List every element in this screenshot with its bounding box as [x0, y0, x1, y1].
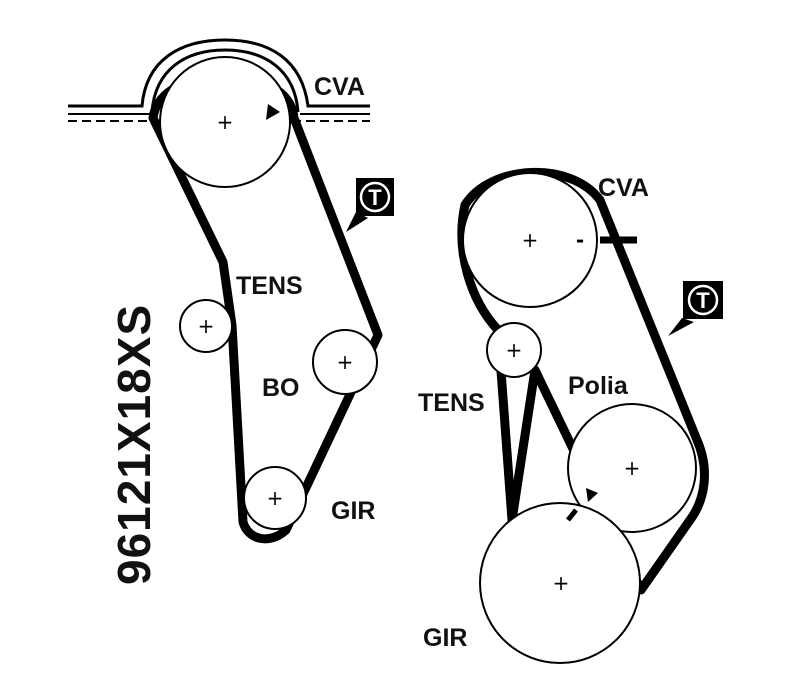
part-code: 96121X18XS: [108, 304, 160, 585]
left-water-pump-center-mark: +: [337, 350, 354, 374]
right-cam-center-mark: +: [522, 228, 539, 252]
right-idler-center-mark: +: [624, 456, 641, 480]
right-tensioner-pulley: [486, 322, 542, 378]
left-crank-label: GIR: [331, 497, 375, 525]
left-badge-letter: T: [368, 185, 382, 210]
left-cam-pulley: [159, 56, 291, 188]
left-belt-layout: + + + + CVA TENS BO GIR T: [68, 38, 394, 544]
right-idler-pulley: [567, 403, 697, 533]
left-cam-cover-outline: [68, 38, 370, 108]
left-crank-center-mark: +: [267, 486, 284, 510]
right-crank-label: GIR: [423, 624, 467, 652]
right-crank-timing-arrow: [586, 488, 598, 502]
left-badge-pointer: [346, 212, 368, 232]
right-crank-timing-mark: [566, 508, 578, 522]
left-tensioner-label: TENS: [236, 272, 303, 300]
right-belt-layout: - + + + + CVA TENS Polia GIR T: [418, 168, 723, 664]
right-tensioner-label: TENS: [418, 389, 485, 417]
left-cam-timing-arrow: [266, 104, 280, 120]
right-idler-label: Polia: [568, 372, 629, 400]
left-cam-label: CVA: [314, 73, 365, 101]
left-cam-center-mark: +: [217, 110, 234, 134]
right-crank-pulley: [479, 502, 641, 664]
right-tensioner-center-mark: +: [506, 338, 523, 362]
right-tension-badge: T: [668, 281, 723, 336]
left-badge-ring: [359, 181, 391, 213]
right-cam-pulley: [462, 172, 598, 308]
left-badge-box: [356, 178, 394, 216]
left-water-pump-pulley: [312, 329, 378, 395]
left-tensioner-center-mark: +: [198, 314, 215, 338]
right-cam-minus-mark: -: [576, 228, 584, 252]
right-badge-letter: T: [696, 288, 710, 313]
left-tension-badge: T: [346, 178, 394, 232]
right-crank-center-mark: +: [553, 571, 570, 595]
left-water-pump-label: BO: [262, 374, 300, 402]
right-badge-ring: [687, 284, 719, 316]
left-tensioner-pulley: [179, 299, 233, 353]
right-cam-label: CVA: [598, 174, 649, 202]
right-badge-pointer: [668, 318, 694, 336]
left-cam-cover-inner-outline: [150, 48, 300, 113]
left-crank-pulley: [243, 466, 307, 530]
